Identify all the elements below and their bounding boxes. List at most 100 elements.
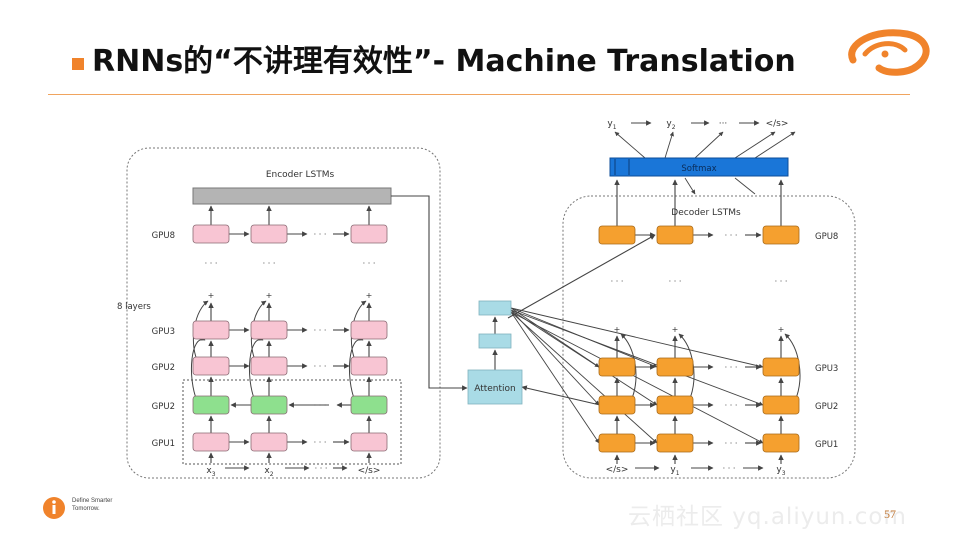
output-token: y2	[666, 119, 675, 131]
attention-context-arrow	[510, 307, 600, 368]
row-ellipsis: · · ·	[314, 230, 327, 239]
decoder-row-label: GPU1	[815, 440, 838, 450]
decoder-lstm-cell	[598, 225, 636, 245]
softmax-bar	[609, 157, 789, 177]
attention-context-box	[478, 333, 512, 349]
plus-sign: +	[366, 291, 373, 300]
encoder-lstm-cell	[350, 320, 388, 340]
encoder-lstm-cell	[192, 395, 230, 415]
decoder-input-label: y3	[776, 465, 785, 477]
output-token: ···	[719, 119, 728, 129]
attention-context-arrow	[510, 311, 600, 444]
slide-title: RNNs的“不讲理有效性”- Machine Translation	[92, 44, 796, 79]
column-ellipsis: · · ·	[775, 277, 788, 286]
residual-connection	[190, 335, 206, 402]
plus-sign: +	[208, 291, 215, 300]
encoder-lstm-cell	[250, 224, 288, 244]
softmax-output-arrow	[754, 131, 796, 159]
footer-logo-icon	[43, 497, 65, 519]
row-ellipsis: · · ·	[314, 438, 327, 447]
decoder-lstm-cell	[656, 433, 694, 453]
encoder-lstm-cell	[250, 356, 288, 376]
encoder-row-label: GPU8	[152, 231, 175, 241]
encoder-lstm-cell	[350, 395, 388, 415]
footer-brand-line1: Define Smarter	[72, 498, 113, 504]
decoder-title: Decoder LSTMs	[671, 208, 741, 218]
encoder-lstm-cell	[250, 432, 288, 452]
decoder-to-softmax-arrow	[734, 177, 756, 195]
footer-brand-line2: Tomorrow.	[72, 506, 100, 512]
decoder-row-label: GPU8	[815, 232, 838, 242]
softmax-output-arrow	[694, 131, 724, 159]
encoder-input-label: x3	[206, 466, 215, 478]
encoder-row-label: GPU1	[152, 439, 175, 449]
encoder-lstm-cell	[192, 356, 230, 376]
softmax-output-arrow	[664, 131, 674, 159]
attention-context-arrow	[510, 309, 764, 406]
row-ellipsis: · · ·	[725, 363, 738, 372]
decoder-lstm-cell	[598, 433, 636, 453]
encoder-to-attention-arrow	[391, 195, 468, 391]
encoder-input-label: x2	[264, 466, 273, 478]
residual-connection	[248, 335, 264, 402]
encoder-lstm-cell	[350, 432, 388, 452]
encoder-lstm-cell	[250, 320, 288, 340]
attention-context-box	[478, 300, 512, 316]
encoder-lstm-cell	[350, 356, 388, 376]
watermark: 云栖社区 yq.aliyun.com	[628, 504, 907, 530]
gnmt-architecture-diagram: Encoder LSTMs 8 layers GPU8 · · · GPU3 · · · G…	[117, 119, 856, 479]
input-ellipsis: · · ·	[315, 464, 328, 473]
page-number: 57	[884, 507, 896, 521]
column-ellipsis: · · ·	[205, 259, 218, 268]
encoder-lstm-cell	[192, 224, 230, 244]
input-ellipsis: · · ·	[723, 464, 736, 473]
output-token: </s>	[766, 119, 789, 129]
lstm-cells	[192, 157, 800, 453]
attention-context-arrow	[510, 311, 764, 444]
row-ellipsis: · · ·	[314, 401, 327, 410]
encoder-row-label: GPU2	[152, 402, 175, 412]
title-bullet	[72, 58, 84, 70]
connection-arrows	[190, 120, 801, 471]
decoder-lstm-cell	[762, 357, 800, 377]
row-ellipsis: · · ·	[725, 401, 738, 410]
attention-context-arrow	[510, 311, 658, 444]
decoder-lstm-cell	[656, 357, 694, 377]
row-ellipsis: · · ·	[725, 439, 738, 448]
encoder-row-label: GPU2	[152, 363, 175, 373]
decoder-to-softmax-arrow	[684, 177, 696, 195]
encoder-lstm-cell	[350, 224, 388, 244]
encoder-lstm-cell	[192, 320, 230, 340]
attention-context-arrow	[507, 234, 656, 319]
decoder-to-attention-arrow	[521, 385, 601, 406]
plus-sign: +	[266, 291, 273, 300]
decoder-row-label: GPU3	[815, 364, 838, 374]
attention-context-arrow	[510, 309, 658, 406]
decoder-lstm-cell	[656, 225, 694, 245]
attention-label: Attention	[474, 384, 516, 394]
attention-context-arrow	[510, 307, 764, 369]
row-ellipsis: · · ·	[314, 326, 327, 335]
softmax-output-arrow	[614, 131, 646, 159]
column-ellipsis: · · ·	[263, 259, 276, 268]
row-ellipsis: · · ·	[314, 362, 327, 371]
decoder-lstm-cell	[598, 357, 636, 377]
decoder-input-label: y1	[670, 465, 679, 477]
encoder-title: Encoder LSTMs	[266, 170, 335, 180]
residual-connection	[348, 335, 364, 402]
layers-label: 8 layers	[117, 302, 151, 312]
softmax-label: Softmax	[681, 164, 716, 174]
column-ellipsis: · · ·	[669, 277, 682, 286]
bidirectional-layer-border	[182, 379, 402, 465]
softmax-output-arrow	[734, 131, 776, 159]
row-ellipsis: · · ·	[725, 231, 738, 240]
encoder-lstm-cell	[192, 432, 230, 452]
decoder-lstm-cell	[656, 395, 694, 415]
encoder-input-label: </s>	[358, 466, 381, 476]
decoder-row-label: GPU2	[815, 402, 838, 412]
decoder-panel	[562, 195, 856, 479]
attention-context-arrow	[510, 309, 600, 406]
plus-sign: +	[672, 325, 679, 334]
encoder-lstm-cell	[250, 395, 288, 415]
encoder-output-bar	[192, 187, 392, 205]
